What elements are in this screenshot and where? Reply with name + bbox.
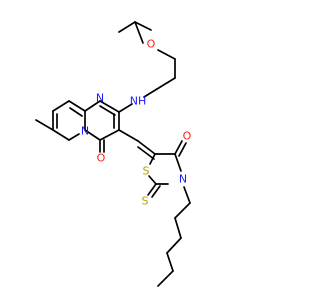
- ring-n-top-label: N: [96, 92, 104, 105]
- ether-oxygen-label: O: [147, 38, 156, 51]
- molecule-diagram: O NH N N O O S S N: [35, 21, 192, 287]
- ring-sulfur-label: S: [143, 165, 150, 178]
- thione-sulfur-label: S: [142, 195, 149, 208]
- thiazolidinone-carbonyl-o-label: O: [183, 130, 192, 143]
- atom-label-layer: O NH N N O O S S N: [81, 38, 192, 208]
- bond-layer: [35, 21, 191, 287]
- ring-n-fused-label: N: [81, 125, 89, 138]
- thiazolidinone-n-label: N: [179, 173, 187, 186]
- pyrimidinone-carbonyl-o-label: O: [97, 152, 106, 165]
- amine-nh-label: NH: [130, 95, 147, 108]
